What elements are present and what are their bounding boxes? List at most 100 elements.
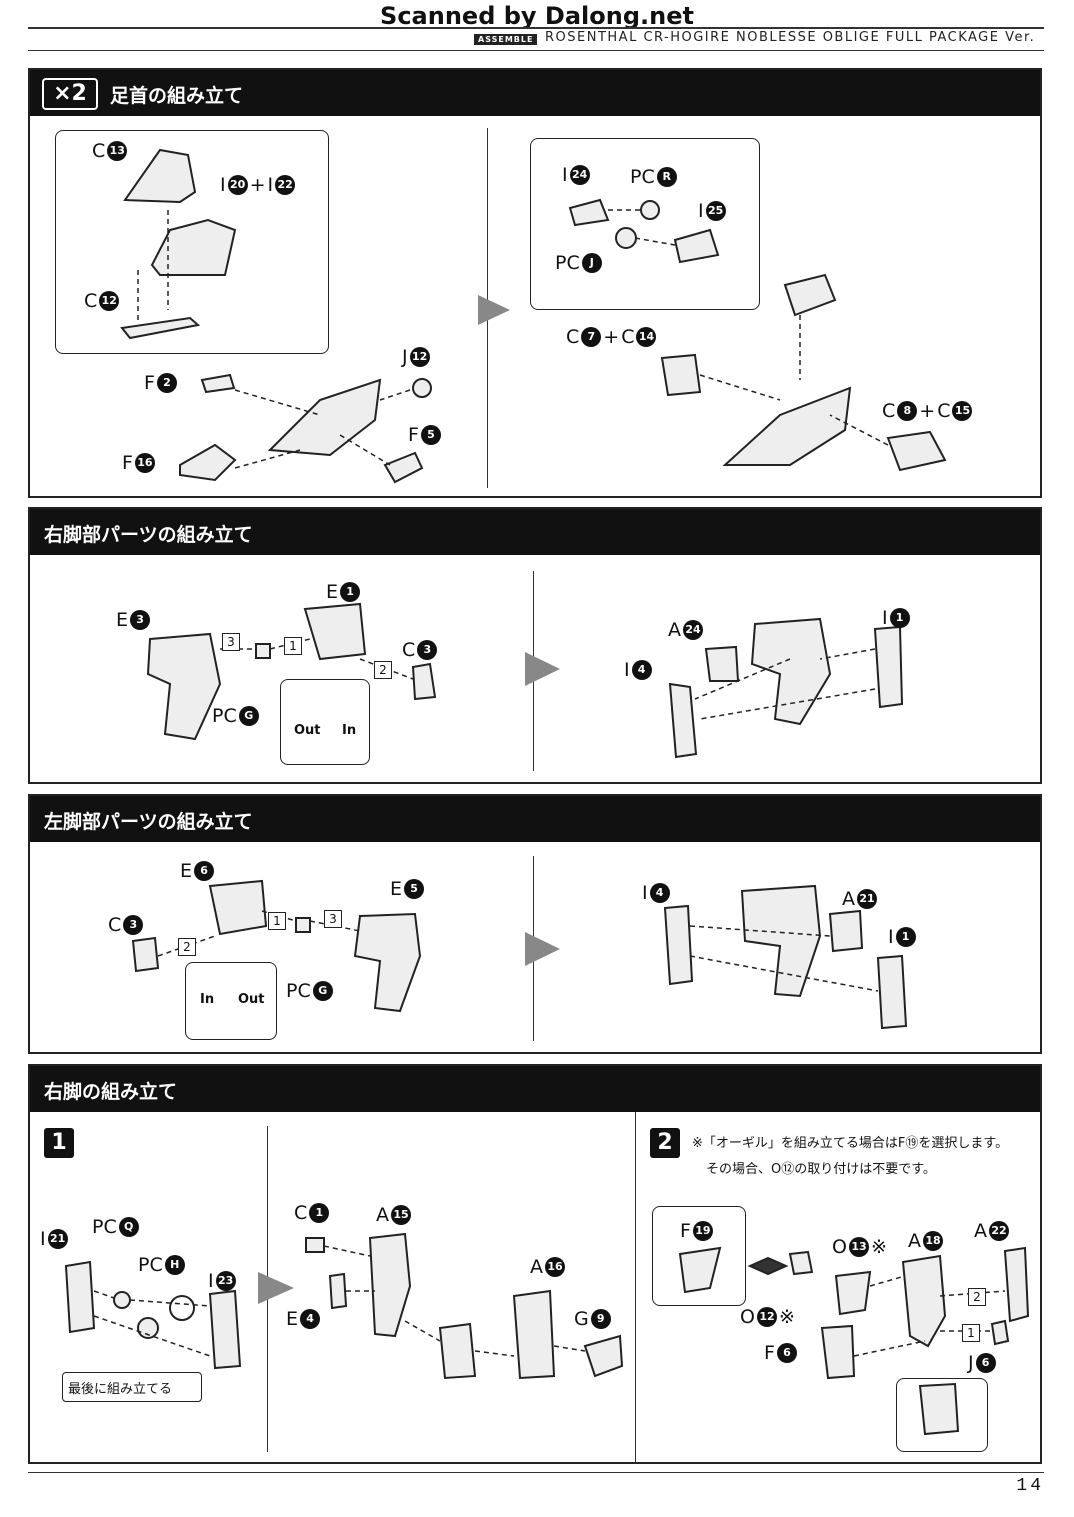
part-i4 bbox=[668, 682, 698, 759]
part-c3 bbox=[411, 662, 437, 701]
part-j6-detail bbox=[918, 1382, 960, 1436]
note-line-1: ※「オーギル」を組み立てる場合はF⑲を選択します。 bbox=[692, 1136, 1009, 1151]
part-a21 bbox=[828, 909, 864, 953]
part-i1 bbox=[873, 625, 904, 709]
flow-arrow bbox=[258, 1272, 294, 1304]
section-ankle-assembly: ×2 足首の組み立て bbox=[28, 68, 1042, 498]
order-marker-2: 2 bbox=[968, 1288, 986, 1306]
order-marker-2: 2 bbox=[178, 938, 196, 956]
right-leg-diagram bbox=[64, 1232, 1030, 1436]
part-i25 bbox=[673, 228, 720, 264]
footer-rule bbox=[28, 1472, 1044, 1473]
section-header: 右脚部パーツの組み立て bbox=[30, 509, 1040, 555]
assemble-badge: ASSEMBLE bbox=[474, 34, 538, 45]
page-number: 14 bbox=[1016, 1476, 1044, 1496]
order-marker-3: 3 bbox=[324, 910, 342, 928]
part-gear bbox=[438, 1322, 477, 1380]
section-right-leg-assembly: 右脚の組み立て 1 2 ※「オーギル」を組み立てる場合はF⑲を選択します。 その… bbox=[28, 1064, 1042, 1464]
part-assembled-joint bbox=[783, 273, 837, 317]
part-e3 bbox=[146, 632, 222, 741]
part-i23 bbox=[208, 1289, 242, 1370]
caution-icon bbox=[169, 1295, 195, 1321]
section-header: ×2 足首の組み立て bbox=[30, 70, 1040, 116]
part-i4 bbox=[663, 904, 694, 986]
in-out-callout bbox=[280, 679, 370, 765]
part-c12 bbox=[120, 316, 201, 340]
section-title: 右脚の組み立て bbox=[44, 1081, 178, 1103]
part-pcg bbox=[295, 917, 311, 933]
section-title: 足首の組み立て bbox=[110, 85, 244, 107]
in-label: In bbox=[342, 723, 357, 738]
part-f16 bbox=[179, 443, 237, 482]
part-i1 bbox=[876, 954, 908, 1030]
detail-callout bbox=[530, 138, 760, 310]
step-2-badge: 2 bbox=[650, 1128, 680, 1158]
part-o12 bbox=[788, 1250, 814, 1276]
part-a22 bbox=[1003, 1246, 1030, 1323]
part-foot-2 bbox=[722, 386, 852, 466]
order-marker-1: 1 bbox=[284, 637, 302, 655]
part-a15 bbox=[368, 1232, 412, 1338]
part-foot bbox=[267, 378, 382, 457]
part-j12 bbox=[412, 378, 432, 398]
step-divider bbox=[635, 1112, 636, 1464]
note-line-2: その場合、O⑫の取り付けは不要です。 bbox=[706, 1162, 936, 1177]
part-pch bbox=[137, 1317, 159, 1339]
in-out-callout bbox=[185, 962, 277, 1040]
part-j6 bbox=[990, 1319, 1010, 1346]
order-marker-1: 1 bbox=[268, 912, 286, 930]
multiplier-badge: ×2 bbox=[42, 78, 98, 110]
part-e5 bbox=[353, 912, 422, 1013]
part-i24 bbox=[568, 198, 610, 227]
part-c7-c14 bbox=[660, 353, 702, 397]
document-title: ROSENTHAL CR-HOGIRE NOBLESSE OBLIGE FULL… bbox=[545, 30, 1036, 45]
part-pcg bbox=[255, 643, 271, 659]
part-c8-c15 bbox=[886, 430, 947, 472]
part-pcq bbox=[113, 1291, 131, 1309]
part-a16 bbox=[512, 1289, 556, 1380]
part-c3 bbox=[131, 936, 160, 973]
order-marker-3: 3 bbox=[222, 633, 240, 651]
section-title: 右脚部パーツの組み立て bbox=[44, 524, 253, 546]
part-c13 bbox=[123, 148, 197, 204]
part-c1 bbox=[305, 1237, 325, 1253]
last-assemble-box bbox=[62, 1372, 202, 1402]
part-assembled-leg bbox=[750, 617, 832, 726]
left-leg-parts-diagram bbox=[131, 879, 908, 1030]
